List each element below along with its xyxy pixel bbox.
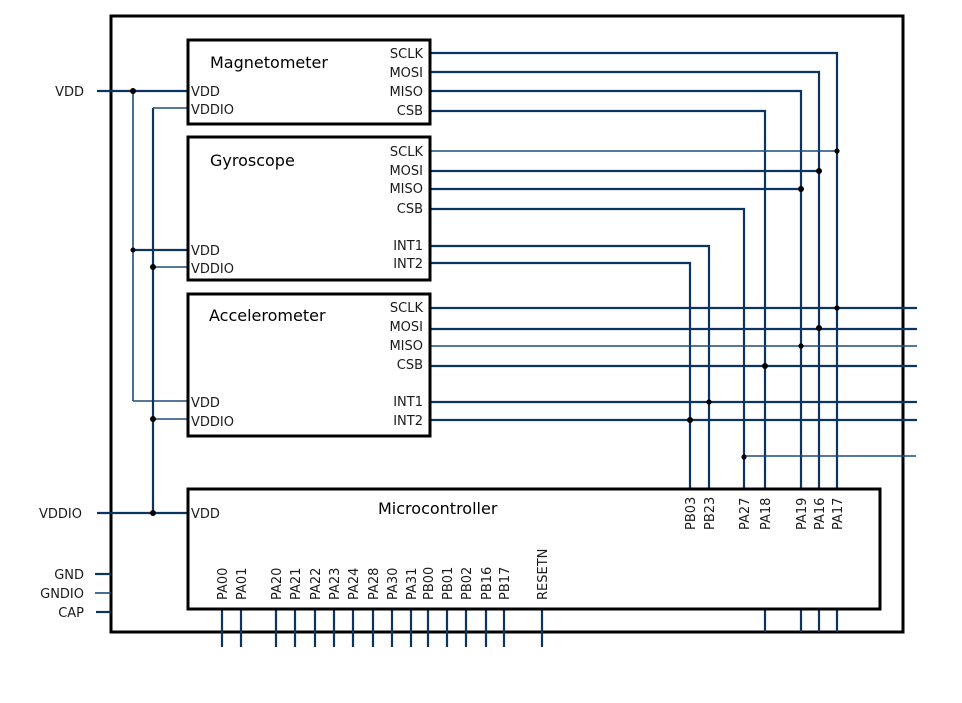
- mcu-pin-pa27: PA27: [738, 498, 753, 530]
- mag-pin-mosi: MOSI: [389, 66, 423, 81]
- gyro-pin-csb: CSB: [397, 202, 423, 217]
- gyroscope-title: Gyroscope: [210, 151, 295, 170]
- gyro-int2-wire: [430, 261, 692, 489]
- mcu-pin-pa21: PA21: [289, 568, 304, 600]
- mcu-pin-pa22: PA22: [309, 568, 324, 600]
- mcu-pin-pb01: PB01: [441, 567, 456, 600]
- mcu-pin-pa17: PA17: [831, 498, 846, 530]
- gyro-pin-mosi: MOSI: [389, 164, 423, 179]
- junction-dot: [816, 325, 822, 331]
- ext-pin-gnd: GND: [54, 568, 84, 583]
- package-outline: [109, 14, 905, 634]
- mcu-pin-vdd: VDD: [191, 507, 220, 522]
- mag-pin-miso: MISO: [389, 85, 423, 100]
- ext-pin-vddio: VDDIO: [39, 507, 82, 522]
- junction-dot: [130, 88, 136, 94]
- accel-pin-csb: CSB: [397, 358, 423, 373]
- gyro-pin-miso: MISO: [389, 182, 423, 197]
- junction-dot: [150, 264, 156, 270]
- mcu-pin-pa24: PA24: [347, 568, 362, 600]
- accelerometer-box: [186, 292, 432, 438]
- accel-pin-int2: INT2: [393, 414, 423, 429]
- accel-pin-sclk: SCLK: [390, 301, 424, 316]
- gyro-pin-sclk: SCLK: [390, 145, 424, 160]
- magnetometer-title: Magnetometer: [210, 53, 328, 72]
- junction-dot: [816, 168, 822, 174]
- mcu-bottom-stubs: [220, 609, 544, 647]
- microcontroller-title: Microcontroller: [378, 499, 498, 518]
- gyroscope-box: [186, 135, 432, 282]
- mcu-pin-pb16: PB16: [480, 567, 495, 600]
- accelerometer-title: Accelerometer: [209, 306, 326, 325]
- junction-dot: [150, 416, 156, 422]
- magnetometer-box: [186, 38, 432, 126]
- mcu-pin-pa01: PA01: [235, 568, 250, 600]
- mcu-pin-pa23: PA23: [328, 568, 343, 600]
- junction-dot: [798, 343, 804, 349]
- microcontroller-box: [186, 487, 882, 611]
- mcu-pin-pa16: PA16: [813, 498, 828, 530]
- accelerometer-block: Accelerometer VDD VDDIO SCLK MOSI MISO C…: [186, 292, 432, 438]
- accel-pin-mosi: MOSI: [389, 320, 423, 335]
- mag-miso-wire: [430, 89, 803, 632]
- junction-dot: [150, 510, 156, 516]
- mcu-pin-resetn: RESETN: [536, 549, 551, 600]
- gyro-pin-vdd: VDD: [191, 244, 220, 259]
- junction-dot: [834, 148, 840, 154]
- gyro-pin-int1: INT1: [393, 239, 423, 254]
- mcu-pin-pa30: PA30: [386, 568, 401, 600]
- mag-pin-vddio: VDDIO: [191, 103, 234, 118]
- mag-pin-csb: CSB: [397, 104, 423, 119]
- mcu-pin-pb23: PB23: [703, 497, 718, 530]
- gyro-int1-wire: [430, 244, 711, 489]
- mag-sclk-wire: [430, 51, 839, 632]
- junction-dot: [706, 399, 712, 405]
- gyro-pin-vddio: VDDIO: [191, 262, 234, 277]
- gyroscope-block: Gyroscope VDD VDDIO SCLK MOSI MISO CSB I…: [186, 135, 432, 282]
- signal-wires: [220, 51, 917, 647]
- junction-dot: [687, 417, 693, 423]
- mag-mosi-wire: [430, 70, 821, 632]
- junction-dot: [741, 454, 747, 460]
- mcu-pin-pa00: PA00: [216, 568, 231, 600]
- mag-pin-vdd: VDD: [191, 85, 220, 100]
- junction-dot: [834, 305, 840, 311]
- ext-pin-cap: CAP: [58, 606, 84, 621]
- junction-dot: [798, 186, 804, 192]
- mcu-pin-pa18: PA18: [759, 498, 774, 530]
- mcu-pin-pa28: PA28: [367, 568, 382, 600]
- ext-pin-vdd: VDD: [55, 85, 84, 100]
- accel-pin-vdd: VDD: [191, 396, 220, 411]
- magnetometer-block: Magnetometer VDD VDDIO SCLK MOSI MISO CS…: [186, 38, 432, 126]
- mcu-pin-pb00: PB00: [422, 567, 437, 600]
- mcu-bottom-pins: PA00 PA01 PA20 PA21 PA22 PA23 PA24 PA28 PA30 PA31…: [216, 549, 551, 600]
- mcu-pin-pa31: PA31: [405, 568, 420, 600]
- mcu-pin-pb03: PB03: [684, 497, 699, 530]
- accel-pin-int1: INT1: [393, 395, 423, 410]
- mag-pin-sclk: SCLK: [390, 47, 424, 62]
- mcu-pin-pb02: PB02: [460, 567, 475, 600]
- gyro-csb-wire: [430, 207, 746, 489]
- mcu-pin-pa19: PA19: [795, 498, 810, 530]
- junction-dot: [130, 247, 136, 253]
- ext-pin-gndio: GNDIO: [40, 587, 84, 602]
- mcu-pin-pa20: PA20: [270, 568, 285, 600]
- mag-csb-wire: [430, 109, 767, 632]
- junction-dot: [762, 363, 768, 369]
- gyro-pin-int2: INT2: [393, 257, 423, 272]
- microcontroller-block: Microcontroller VDD PB03 PB23 PA27 PA18 PA19…: [186, 487, 882, 611]
- accel-pin-vddio: VDDIO: [191, 415, 234, 430]
- power-rails: [95, 88, 188, 614]
- mcu-pin-pb17: PB17: [498, 567, 513, 600]
- accel-pin-miso: MISO: [389, 339, 423, 354]
